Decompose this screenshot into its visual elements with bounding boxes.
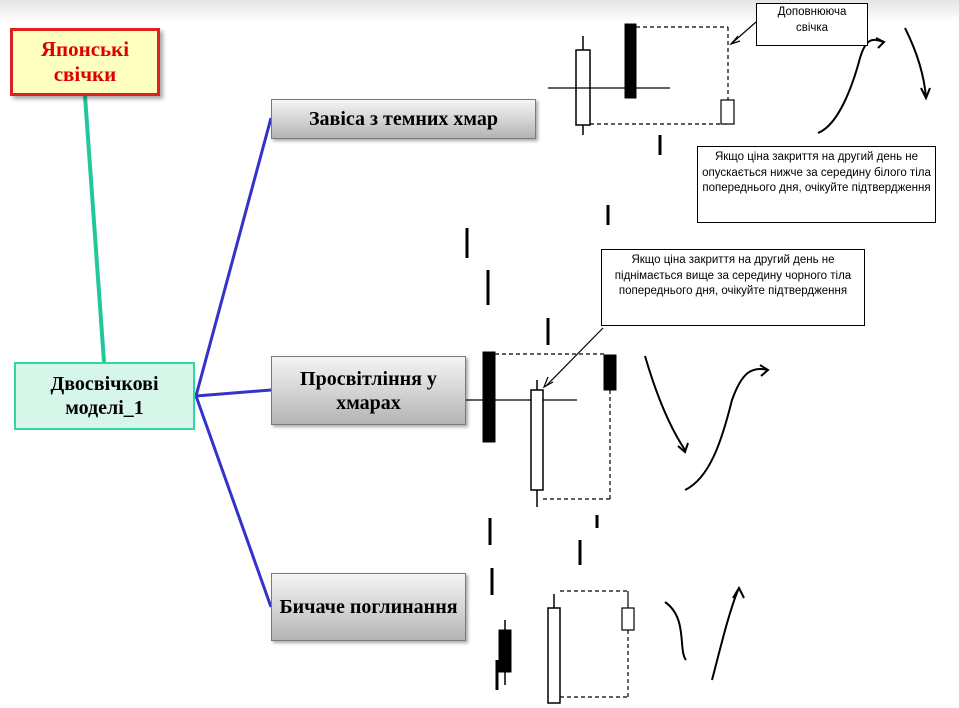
title-bar-gradient bbox=[0, 0, 959, 22]
connector-hub-branch-1 bbox=[194, 117, 273, 397]
hub-node: Двосвічкові моделі_1 bbox=[14, 362, 195, 430]
note-piercing-confirmation: Якщо ціна закриття на другий день не під… bbox=[601, 249, 865, 326]
note-text: Якщо ціна закриття на другий день не опу… bbox=[702, 151, 931, 195]
pattern-dark-cloud bbox=[548, 21, 931, 135]
connector-hub-branch-3 bbox=[194, 395, 273, 608]
branch-node-label: Бичаче поглинання bbox=[279, 596, 458, 618]
branch-node-label: Просвітління у хмарах bbox=[300, 367, 437, 414]
pattern-piercing bbox=[466, 327, 770, 507]
branch-node-dark-cloud: Завіса з темних хмар bbox=[271, 99, 536, 139]
note-dark-cloud-confirmation: Якщо ціна закриття на другий день не опу… bbox=[697, 146, 936, 223]
root-node-label: Японські свічки bbox=[40, 36, 130, 86]
branch-node-label: Завіса з темних хмар bbox=[308, 108, 499, 130]
connector-root-hub bbox=[83, 95, 106, 363]
pattern-bullish-engulfing bbox=[498, 585, 745, 704]
hub-node-label: Двосвічкові моделі_1 bbox=[50, 373, 159, 419]
connector-hub-branch-2 bbox=[195, 388, 272, 398]
note-complementary-candle: Доповнююча свічка bbox=[756, 3, 868, 46]
branch-node-piercing: Просвітління у хмарах bbox=[271, 356, 466, 425]
dashed-guides bbox=[465, 135, 662, 690]
note-text: Доповнююча свічка bbox=[777, 6, 847, 34]
note-text: Якщо ціна закриття на другий день не під… bbox=[614, 254, 852, 298]
branch-node-bullish-engulfing: Бичаче поглинання bbox=[271, 573, 466, 641]
root-node: Японські свічки bbox=[10, 28, 160, 96]
